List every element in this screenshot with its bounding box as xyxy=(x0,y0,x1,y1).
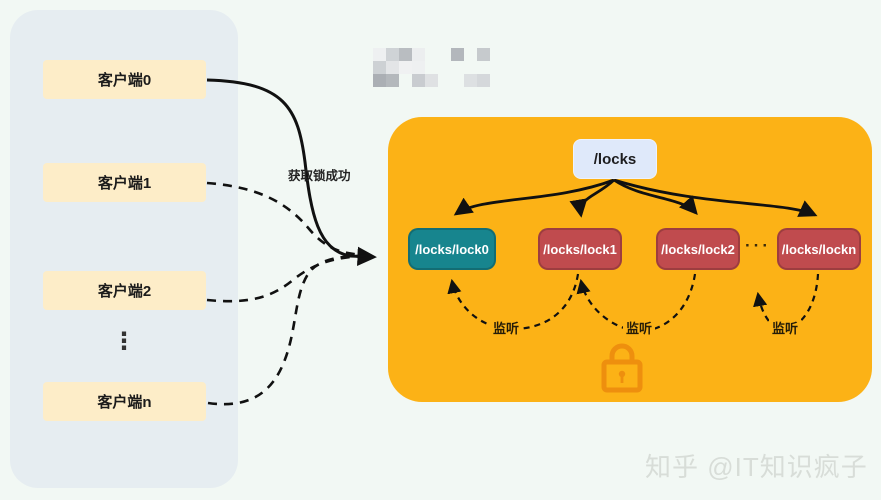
zk-node-lock0-label: /locks/lock0 xyxy=(415,241,489,257)
client-label-n: 客户端n xyxy=(97,394,152,411)
mosaic-cell xyxy=(412,61,425,74)
client-box-2: 客户端2 xyxy=(43,271,206,310)
mosaic-cell xyxy=(399,61,412,74)
mosaic-cell xyxy=(399,48,412,61)
zk-root-node: /locks xyxy=(573,139,657,179)
watch-label-1: 监听 xyxy=(490,318,523,337)
mosaic-cell xyxy=(425,74,438,87)
zk-nodes-ellipsis: ··· xyxy=(745,236,771,255)
mosaic-cell xyxy=(477,48,490,61)
zk-node-lock1-label: /locks/lock1 xyxy=(543,241,617,257)
watch-label-2: 监听 xyxy=(623,318,656,337)
acquire-success-label: 获取锁成功 xyxy=(288,169,351,183)
client-box-0: 客户端0 xyxy=(43,60,206,99)
client-label-1: 客户端1 xyxy=(97,175,152,192)
client-label-2: 客户端2 xyxy=(97,283,152,300)
zk-node-lockn-label: /locks/lockn xyxy=(781,241,857,257)
client-label-0: 客户端0 xyxy=(97,72,152,89)
mosaic-cell xyxy=(386,48,399,61)
zk-node-lock2: /locks/lock2 xyxy=(656,228,740,270)
mosaic-cell xyxy=(386,74,399,87)
mosaic-cell xyxy=(464,74,477,87)
watch-label-3: 监听 xyxy=(769,318,802,337)
padlock-icon xyxy=(601,343,643,393)
mosaic-cell xyxy=(386,61,399,74)
zk-root-label: /locks xyxy=(593,150,637,168)
mosaic-cell xyxy=(412,74,425,87)
zk-node-lock1: /locks/lock1 xyxy=(538,228,622,270)
mosaic-cell xyxy=(373,61,386,74)
zk-node-lock0: /locks/lock0 xyxy=(408,228,496,270)
mosaic-cell xyxy=(412,48,425,61)
clients-ellipsis: ⋮ xyxy=(112,328,136,355)
watermark: 知乎 @IT知识疯子 xyxy=(645,452,868,482)
zk-node-lockn: /locks/lockn xyxy=(777,228,861,270)
mosaic-cell xyxy=(373,48,386,61)
client-box-1: 客户端1 xyxy=(43,163,206,202)
mosaic-cell xyxy=(477,74,490,87)
mosaic-cell xyxy=(451,48,464,61)
mosaic-cell xyxy=(373,74,386,87)
zk-node-lock2-label: /locks/lock2 xyxy=(661,241,735,257)
client-box-n: 客户端n xyxy=(43,382,206,421)
